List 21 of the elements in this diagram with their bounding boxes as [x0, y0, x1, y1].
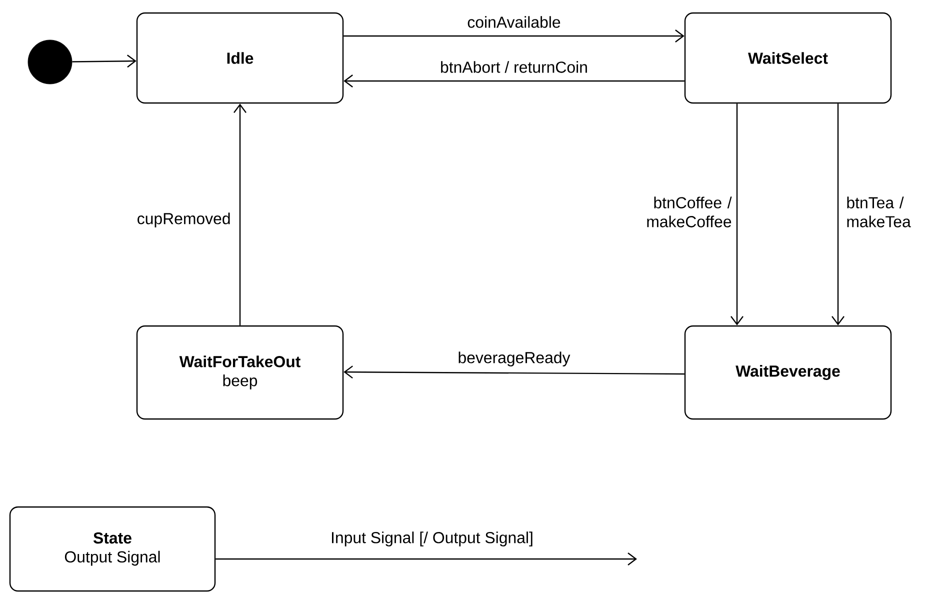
state-box: Idle — [136, 12, 344, 104]
arrow — [730, 104, 744, 326]
arrow — [216, 552, 637, 566]
arrow — [234, 104, 246, 326]
arrow — [72, 54, 136, 68]
edge-label: Input Signal [/ Output Signal] — [332, 532, 532, 546]
state-box: State Output Signal — [9, 506, 216, 592]
state-box: WaitForTakeOut beep — [136, 325, 344, 420]
arrow — [344, 366, 684, 379]
edge-label: btnCoffee / makeCoffee — [647, 196, 732, 228]
state-box: WaitBeverage — [684, 325, 892, 420]
arrow — [344, 30, 684, 42]
edge-label: btnAbort / returnCoin — [441, 61, 587, 73]
arrow — [344, 74, 684, 88]
state-box: WaitSelect — [684, 12, 892, 104]
initial-state-dot — [28, 40, 72, 84]
edge-label: coinAvailable — [468, 16, 560, 28]
edge-label: beverageReady — [458, 352, 570, 366]
edge-label: btnTea / makeTea — [847, 196, 911, 228]
edge-label: cupRemoved — [138, 212, 230, 228]
arrow — [832, 104, 844, 326]
